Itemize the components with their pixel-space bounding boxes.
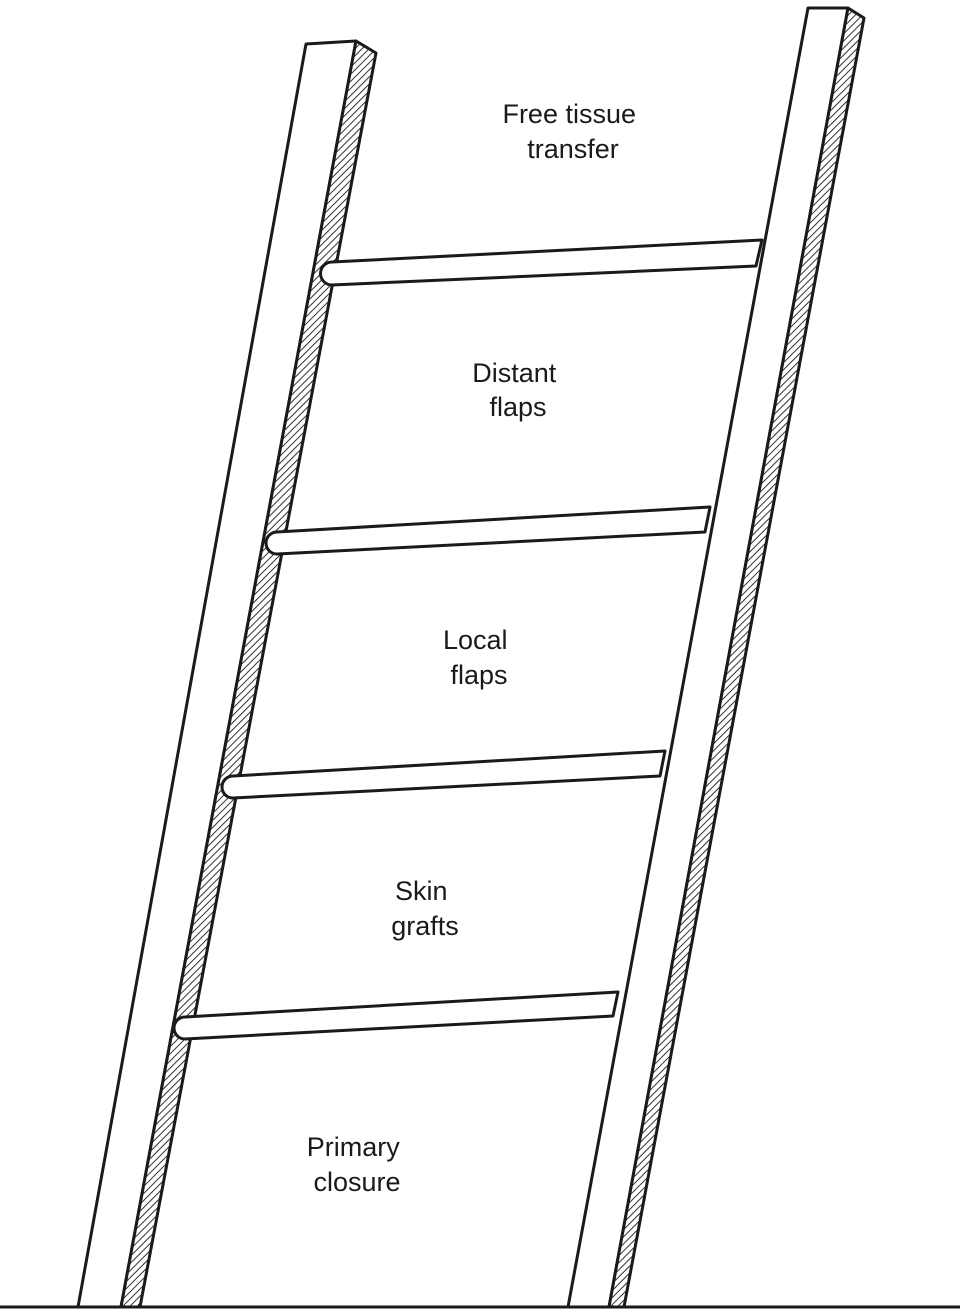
level-label-primary-closure: Primary closure xyxy=(307,1132,408,1197)
left-rail-side xyxy=(119,39,378,1309)
right-rail-side xyxy=(607,6,866,1309)
level-label-skin-grafts: Skin grafts xyxy=(391,876,459,941)
left-rail-front xyxy=(76,39,358,1309)
right-rail-front xyxy=(566,6,850,1309)
rung-3 xyxy=(220,749,667,800)
level-label-distant-flaps: Distant flaps xyxy=(472,358,564,422)
rung-2 xyxy=(264,505,712,556)
level-label-free-tissue-transfer: Free tissue transfer xyxy=(502,99,643,164)
rung-1 xyxy=(319,238,764,287)
rung-4 xyxy=(172,990,620,1041)
level-label-local-flaps: Local flaps xyxy=(443,625,515,690)
